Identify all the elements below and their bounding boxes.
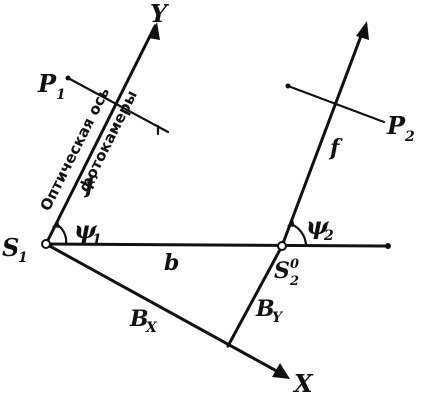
baseline-component-y-line [226,244,284,348]
image-plane-2-subscript: 2 [404,129,415,145]
station-s2-superscript: 0 [290,257,299,272]
baseline-b-line [44,242,390,248]
angle-psi-2-subscript: 2 [323,228,334,244]
base-component-x-label: B [129,306,149,332]
axis-x-line [44,242,284,376]
angle-psi-2-arrowhead [287,220,295,227]
base-b-label: b [164,250,179,276]
optical-axis-2-arrowhead [356,21,369,40]
axis-y-label: Y [150,0,170,28]
axis-x-arrowhead [272,363,290,379]
focal-length-1-label: f [83,173,98,199]
focal-length-2-label: f [328,135,343,161]
station-s1-label: S [2,233,19,262]
axis-y-arrowhead [148,22,160,40]
station-s2-point [277,241,287,251]
station-s2-label: S [274,258,290,284]
station-s1-subscript: 1 [18,250,28,266]
angle-psi-1-subscript: 1 [92,232,102,248]
image-plane-1-label: P [37,69,57,98]
base-component-y-label: B [255,296,275,322]
image-plane-2-label: P [386,111,406,140]
base-component-y-subscript: Y [272,310,284,326]
station-s2-subscript: 2 [289,274,299,289]
angle-psi-1-label: ψ [74,215,98,244]
image-plane-1-subscript: 1 [56,87,66,103]
baseline-end-point [385,243,391,249]
angle-psi-2-arc [289,222,308,248]
angle-psi-2-label: ψ [306,211,330,240]
optical-axis-annotation: Оптическая ось фотокамеры [36,85,140,214]
axis-x-label: X [292,369,314,398]
image-plane-1-line [66,76,170,134]
base-component-x-subscript: X [145,320,158,336]
angle-psi-1-arrowhead [52,221,60,228]
optical-axis-1-line [44,24,157,246]
station-s1-point [41,239,51,249]
image-plane-2-end-point [285,83,291,89]
image-plane-2-line [286,84,386,124]
optical-axis-2-line [280,26,366,248]
image-plane-1-end-point [65,75,71,81]
